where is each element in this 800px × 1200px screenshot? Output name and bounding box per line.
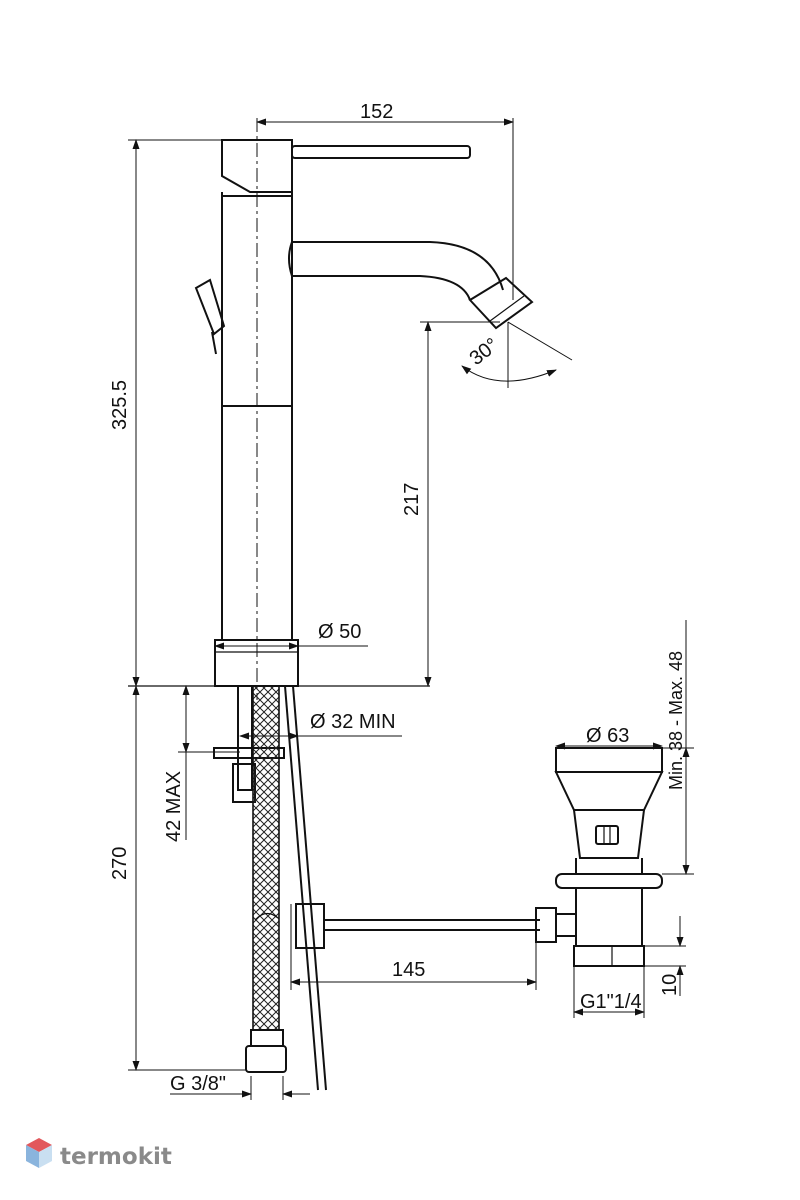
braided-hose: [245, 685, 287, 1073]
dim-thickness-max: 42 MAX: [163, 771, 185, 842]
brand-logo: termokit: [26, 1138, 172, 1170]
dim-below-height: 270: [109, 847, 131, 880]
dim-rod-length: 145: [392, 959, 425, 981]
cube-icon: [26, 1138, 52, 1168]
dim-hose-thread: G 3/8": [170, 1073, 226, 1095]
dim-spout-height: 217: [401, 483, 423, 516]
dimension-lines: [128, 118, 694, 1100]
dim-width-top: 152: [360, 101, 393, 123]
pop-up-waste: [535, 747, 664, 967]
dim-waste-offset: 10: [659, 974, 681, 996]
dim-angle: 30°: [466, 334, 503, 370]
dim-hole-diameter: Ø 32 MIN: [310, 711, 396, 733]
dim-popup-range: Min. 38 - Max. 48: [666, 651, 686, 790]
pop-up-rod: [284, 685, 540, 1091]
dim-popup-diameter: Ø 63: [586, 725, 629, 747]
faucet-body: [194, 139, 471, 687]
faucet-spout: [288, 241, 534, 330]
brand-name: termokit: [60, 1144, 172, 1170]
dim-total-height: 325.5: [109, 380, 131, 430]
dim-base-diameter: Ø 50: [318, 621, 361, 643]
dim-waste-thread: G1"1/4: [580, 991, 642, 1013]
